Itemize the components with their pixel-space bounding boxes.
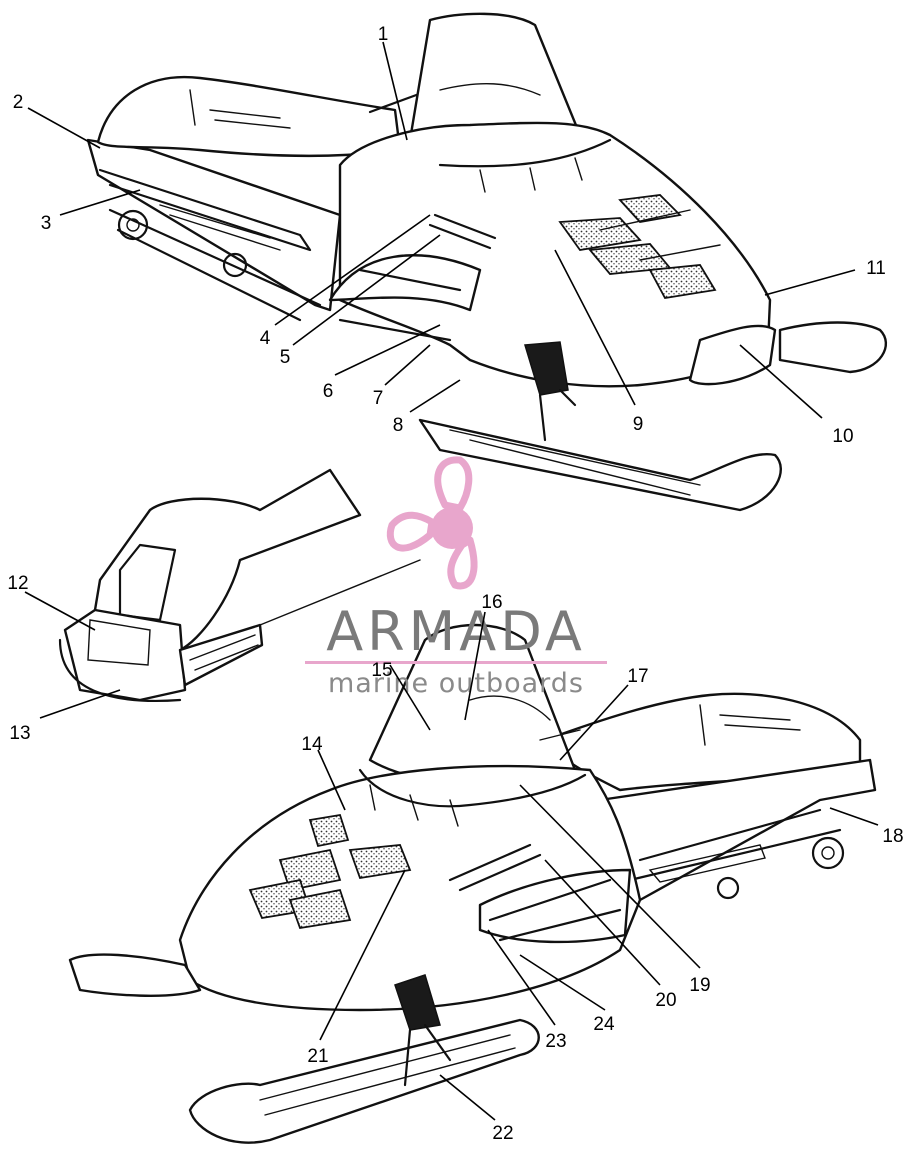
callout-24: 24 xyxy=(593,1014,615,1035)
callout-18: 18 xyxy=(882,826,903,847)
callout-1: 1 xyxy=(378,24,389,45)
hood-assembly xyxy=(58,468,421,702)
callout-2: 2 xyxy=(13,92,24,113)
watermark-brand: ARMADA xyxy=(326,600,586,663)
callout-17: 17 xyxy=(627,666,648,687)
callout-6: 6 xyxy=(323,381,334,402)
callout-16: 16 xyxy=(481,592,502,613)
callout-3: 3 xyxy=(41,213,52,234)
callout-10: 10 xyxy=(832,426,853,447)
callout-8: 8 xyxy=(393,415,404,436)
propeller-icon xyxy=(386,456,478,590)
leader-lines xyxy=(24,41,879,1121)
callout-15: 15 xyxy=(371,660,392,681)
callout-20: 20 xyxy=(655,990,676,1011)
callout-9: 9 xyxy=(633,414,644,435)
callout-4: 4 xyxy=(260,328,271,349)
callout-21: 21 xyxy=(307,1046,328,1067)
watermark: ARMADA marine outboards xyxy=(305,456,607,699)
callout-11: 11 xyxy=(866,258,886,279)
callout-22: 22 xyxy=(492,1123,513,1144)
snowmobile-top xyxy=(86,12,887,512)
callout-numbers: 1 2 3 4 5 6 7 8 9 10 11 12 13 14 15 16 1… xyxy=(7,24,903,1144)
callout-14: 14 xyxy=(301,734,323,755)
callout-13: 13 xyxy=(9,723,30,744)
callout-23: 23 xyxy=(545,1031,566,1052)
watermark-tagline: marine outboards xyxy=(328,668,584,699)
callout-7: 7 xyxy=(373,388,384,409)
callout-5: 5 xyxy=(280,347,291,368)
callout-19: 19 xyxy=(689,975,710,996)
snowmobile-bottom xyxy=(68,623,877,1144)
callout-12: 12 xyxy=(7,573,28,594)
watermark-rule xyxy=(305,661,607,664)
